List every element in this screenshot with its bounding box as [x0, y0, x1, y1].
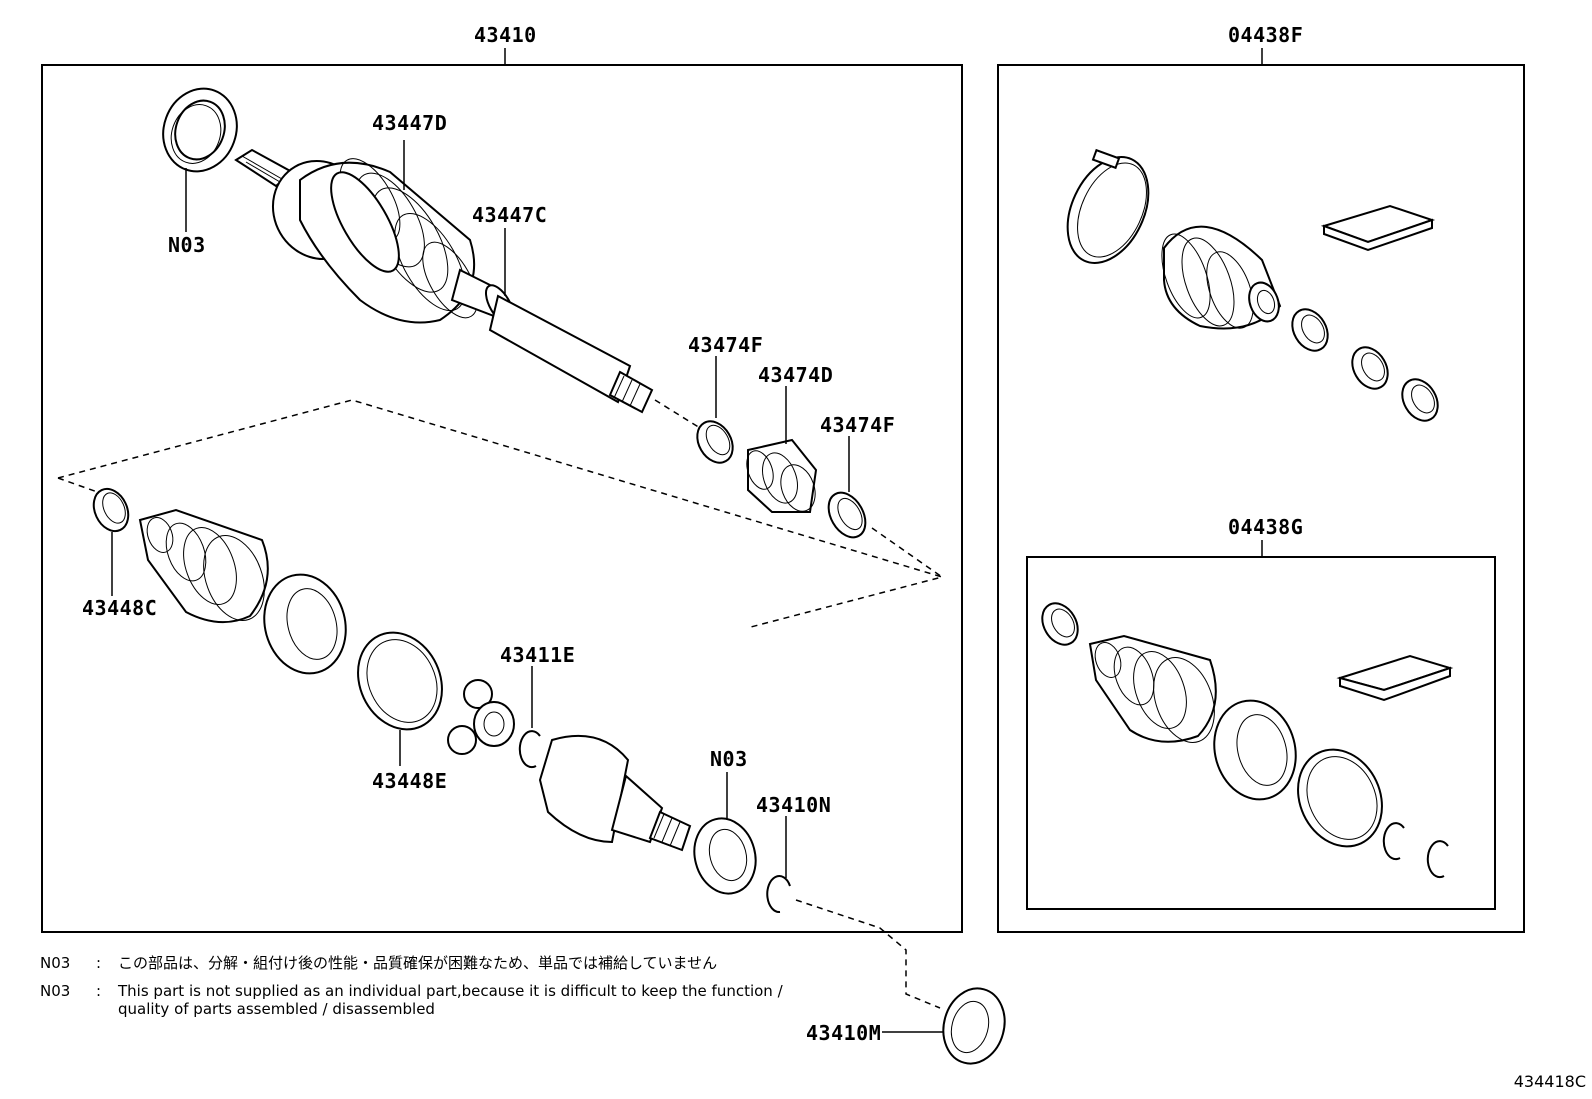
grease-pack-icon [1320, 204, 1436, 252]
drive-shaft-icon [538, 734, 692, 852]
boot-clamp-icon [1351, 346, 1389, 390]
label-n03-top: N03 [168, 233, 206, 257]
label-43410n: 43410N [756, 793, 831, 817]
label-43410m: 43410M [806, 1021, 881, 1045]
cv-boot-icon [1161, 225, 1282, 330]
label-43474f-upper: 43474F [688, 333, 763, 357]
joint-housing-icon [263, 573, 347, 675]
note-sep: : [96, 982, 102, 1000]
snap-ring-icon [518, 730, 541, 769]
figure-reference: 434418C [1513, 1072, 1586, 1091]
boot-clamp-icon [1041, 602, 1079, 646]
label-43447d: 43447D [372, 111, 447, 135]
cv-boot-icon [1088, 634, 1217, 743]
boot-clamp-icon [1066, 148, 1150, 264]
cv-boot-icon [138, 508, 269, 624]
boot-clamp-icon [1297, 748, 1383, 848]
label-04438g: 04438G [1228, 515, 1303, 539]
snap-ring-icon [766, 875, 791, 914]
label-04438f: 04438F [1228, 23, 1303, 47]
note-jp: N03: この部品は、分解・組付け後の性能・品質確保が困難なため、単品では補給して… [40, 954, 717, 972]
label-n03-mid: N03 [710, 747, 748, 771]
kit-g-frame [1026, 556, 1496, 910]
snap-ring-icon [1382, 822, 1405, 861]
kit-f-frame [997, 64, 1525, 933]
label-43410: 43410 [474, 23, 537, 47]
label-43448e: 43448E [372, 769, 447, 793]
drive-shaft-icon [234, 148, 654, 414]
boot-clamp-icon [696, 420, 734, 464]
grease-pack-icon [1336, 654, 1454, 702]
label-43474d: 43474D [758, 363, 833, 387]
note-sep: : [96, 954, 102, 972]
oil-seal-icon [162, 87, 238, 173]
note-text-en: This part is not supplied as an individu… [118, 982, 783, 1000]
oil-seal-icon [942, 987, 1006, 1065]
note-en: N03: This part is not supplied as an indi… [40, 982, 783, 1018]
boot-clamp-icon [827, 491, 867, 539]
tripod-joint-icon [447, 679, 515, 755]
joint-housing-icon [1213, 699, 1297, 801]
note-code: N03 [40, 954, 71, 972]
label-43411e: 43411E [500, 643, 575, 667]
snap-ring-icon [1426, 840, 1449, 879]
boot-clamp-icon [1401, 378, 1439, 422]
note-text-en-2: quality of parts assembled / disassemble… [118, 1000, 435, 1018]
cv-boot-icon [746, 438, 818, 513]
boot-clamp-icon [92, 487, 130, 533]
oil-seal-icon [693, 817, 757, 895]
note-code: N03 [40, 982, 71, 1000]
label-43448c: 43448C [82, 596, 157, 620]
assembly-frame [41, 64, 963, 933]
label-43474f-lower: 43474F [820, 413, 895, 437]
label-43447c: 43447C [472, 203, 547, 227]
boot-clamp-icon [357, 631, 443, 731]
note-text-jp: この部品は、分解・組付け後の性能・品質確保が困難なため、単品では補給していません [118, 954, 718, 972]
boot-clamp-icon [1291, 308, 1329, 352]
